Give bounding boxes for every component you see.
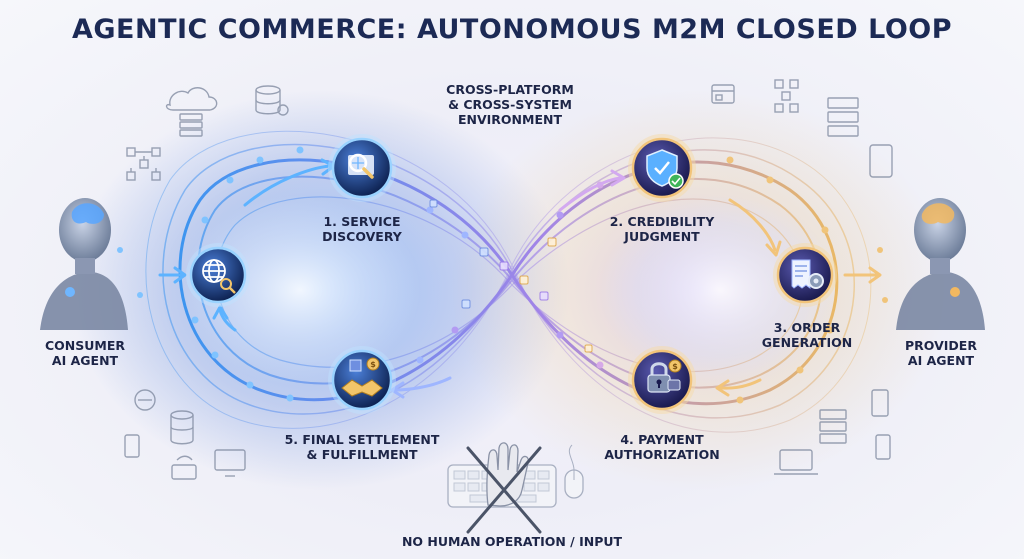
server-rack-icon [827, 97, 859, 137]
page-title: AGENTIC COMMERCE: AUTONOMOUS M2M CLOSED … [71, 14, 953, 45]
order-line-1: 3. ORDER [773, 320, 841, 335]
order-line-2: GENERATION [761, 335, 853, 350]
settlement-line-2: & FULFILLMENT [306, 447, 418, 462]
right-device-icons [711, 79, 893, 475]
provider-line-2: AI AGENT [907, 353, 975, 368]
order-generation-label: 3. ORDER GENERATION [752, 320, 862, 350]
provider-line-1: PROVIDER [905, 338, 977, 353]
consumer-agent-figure [40, 198, 128, 330]
receipt-gear-icon [791, 259, 824, 289]
discovery-line-2: DISCOVERY [322, 229, 402, 244]
crossed-hand-keyboard-icon [447, 442, 584, 534]
environment-line-2: & CROSS-SYSTEM [448, 97, 572, 112]
consumer-line-2: AI AGENT [51, 353, 119, 368]
consumer-line-1: CONSUMER [44, 338, 126, 353]
service-discovery-label: 1. SERVICE DISCOVERY [302, 214, 422, 244]
database-icon [170, 410, 194, 445]
globe-node [186, 243, 250, 307]
payment-line-1: 4. PAYMENT [620, 432, 704, 447]
flow-strands [145, 130, 872, 433]
blockchain-cubes-icon [774, 79, 799, 113]
cloud-server-icon [165, 87, 218, 137]
globe-magnifier-icon [202, 259, 236, 294]
padlock-wallet-icon: $ [647, 359, 682, 393]
payment-node: $ [628, 346, 696, 414]
service-discovery-node [328, 134, 396, 202]
svg-text:$: $ [370, 360, 376, 369]
discovery-line-1: 1. SERVICE [323, 214, 401, 229]
flow-beads [117, 146, 888, 404]
credibility-judgment-label: 2. CREDIBILITY JUDGMENT [592, 214, 732, 244]
handshake-coin-icon: $ [341, 357, 383, 397]
mouse-icon [564, 444, 584, 499]
provider-agent-figure [896, 198, 985, 330]
consumer-agent-label: CONSUMER AI AGENT [30, 338, 140, 368]
iot-chip-icon [134, 389, 156, 411]
data-packets [429, 199, 593, 353]
provider-agent-label: PROVIDER AI AGENT [886, 338, 996, 368]
environment-line-1: CROSS-PLATFORM [446, 82, 574, 97]
shield-check-icon [646, 149, 684, 189]
payment-line-2: AUTHORIZATION [604, 447, 720, 462]
credibility-line-1: 2. CREDIBILITY [609, 214, 715, 229]
network-nodes-icon [126, 147, 161, 181]
flow-arrows [158, 158, 882, 399]
laptop-icon [774, 449, 818, 475]
mobile-icon [871, 389, 889, 417]
payment-authorization-label: 4. PAYMENT AUTHORIZATION [597, 432, 727, 462]
tablet-icon [869, 144, 893, 178]
environment-label: CROSS-PLATFORM & CROSS-SYSTEM ENVIRONMEN… [430, 82, 590, 127]
settlement-line-1: 5. FINAL SETTLEMENT [284, 432, 440, 447]
phone-icon [124, 434, 140, 458]
settlement-node: $ [328, 346, 396, 414]
svg-text:$: $ [672, 362, 678, 371]
wifi-router-icon [171, 455, 197, 480]
server-stack-icon [819, 409, 847, 444]
environment-line-3: ENVIRONMENT [457, 112, 562, 127]
left-device-icons [124, 85, 289, 480]
magnifier-web-icon [348, 153, 374, 179]
package-box-icon [711, 84, 735, 104]
credibility-line-2: JUDGMENT [624, 229, 700, 244]
credibility-node [628, 134, 696, 202]
database-check-icon [255, 85, 289, 116]
final-settlement-label: 5. FINAL SETTLEMENT & FULFILLMENT [282, 432, 442, 462]
order-node [773, 243, 837, 307]
smartphone-icon [875, 434, 891, 460]
monitor-icon [214, 449, 246, 477]
no-human-label: NO HUMAN OPERATION / INPUT [401, 534, 623, 549]
